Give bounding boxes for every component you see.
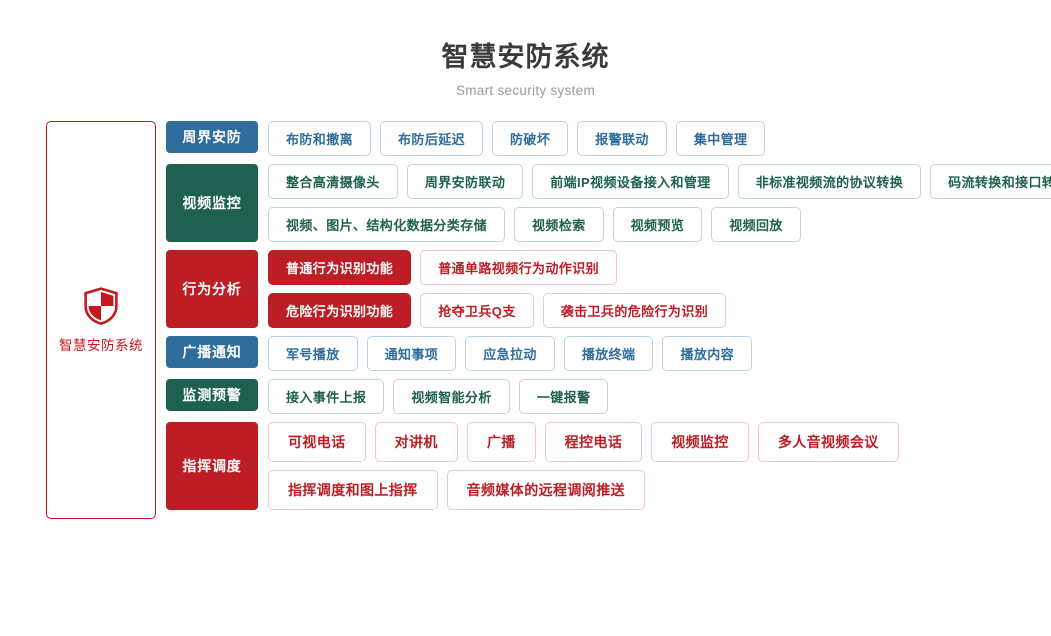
feature-chip[interactable]: 广播 <box>466 422 536 462</box>
feature-chip[interactable]: 视频、图片、结构化数据分类存储 <box>268 207 506 242</box>
feature-chip[interactable]: 视频检索 <box>514 207 604 242</box>
feature-chip[interactable]: 防破坏 <box>492 121 569 156</box>
feature-chip[interactable]: 集中管理 <box>675 121 766 156</box>
feature-chip[interactable]: 视频智能分析 <box>393 379 510 414</box>
feature-chip[interactable]: 报警联动 <box>577 121 667 156</box>
category-items-4: 军号播放通知事项应急拉动播放终端播放内容 <box>268 336 1051 371</box>
content-area: 智慧安防系统 周界安防布防和撤离布防后延迟防破坏报警联动集中管理视频监控整合高清… <box>0 121 1051 519</box>
feature-chip[interactable]: 程控电话 <box>544 422 643 462</box>
feature-chip[interactable]: 普通单路视频行为动作识别 <box>420 250 618 285</box>
category-label-5[interactable]: 监测预警 <box>166 379 258 411</box>
feature-chip[interactable]: 抢夺卫兵Q支 <box>420 293 534 328</box>
feature-chip[interactable]: 码流转换和接口转换 <box>930 164 1051 199</box>
brand-card: 智慧安防系统 <box>46 121 156 519</box>
feature-chip[interactable]: 视频监控 <box>651 422 749 462</box>
page-title: 智慧安防系统 <box>441 42 610 72</box>
feature-chip[interactable]: 一键报警 <box>518 379 609 414</box>
feature-chip[interactable]: 布防后延迟 <box>380 121 484 156</box>
feature-chip[interactable]: 对讲机 <box>374 422 458 462</box>
feature-chip[interactable]: 通知事项 <box>366 336 457 371</box>
page-header: 智慧安防系统 Smart security system <box>0 0 1051 100</box>
feature-chip[interactable]: 军号播放 <box>268 336 358 371</box>
category-items-6: 可视电话对讲机广播程控电话视频监控多人音视频会议指挥调度和图上指挥音频媒体的远程… <box>268 422 1051 510</box>
category-label-3[interactable]: 行为分析 <box>166 250 258 328</box>
feature-chip[interactable]: 整合高清摄像头 <box>268 164 398 199</box>
feature-chip[interactable]: 布防和撤离 <box>268 121 372 156</box>
category-label-1[interactable]: 周界安防 <box>166 121 258 153</box>
shield-icon <box>84 286 118 325</box>
feature-chip[interactable]: 前端IP视频设备接入和管理 <box>532 164 729 199</box>
category-row-2: 视频监控整合高清摄像头周界安防联动前端IP视频设备接入和管理非标准视频流的协议转… <box>166 164 1051 242</box>
category-items-3: 普通行为识别功能普通单路视频行为动作识别危险行为识别功能抢夺卫兵Q支袭击卫兵的危… <box>268 250 1051 328</box>
capability-matrix: 周界安防布防和撤离布防后延迟防破坏报警联动集中管理视频监控整合高清摄像头周界安防… <box>166 121 1051 510</box>
category-row-4: 广播通知军号播放通知事项应急拉动播放终端播放内容 <box>166 336 1051 371</box>
feature-chip[interactable]: 视频预览 <box>612 207 703 242</box>
category-label-6[interactable]: 指挥调度 <box>166 422 258 510</box>
category-items-5: 接入事件上报视频智能分析一键报警 <box>268 379 1051 414</box>
feature-chip[interactable]: 危险行为识别功能 <box>268 293 412 328</box>
category-row-3: 行为分析普通行为识别功能普通单路视频行为动作识别危险行为识别功能抢夺卫兵Q支袭击… <box>166 250 1051 328</box>
feature-chip[interactable]: 应急拉动 <box>465 336 555 371</box>
feature-chip[interactable]: 接入事件上报 <box>268 379 385 414</box>
category-row-1: 周界安防布防和撤离布防后延迟防破坏报警联动集中管理 <box>166 121 1051 156</box>
feature-chip[interactable]: 播放内容 <box>662 336 753 371</box>
item-line: 布防和撤离布防后延迟防破坏报警联动集中管理 <box>268 121 1051 156</box>
category-items-2: 整合高清摄像头周界安防联动前端IP视频设备接入和管理非标准视频流的协议转换码流转… <box>268 164 1051 242</box>
item-line: 整合高清摄像头周界安防联动前端IP视频设备接入和管理非标准视频流的协议转换码流转… <box>268 164 1051 199</box>
feature-chip[interactable]: 播放终端 <box>563 336 654 371</box>
feature-chip[interactable]: 视频回放 <box>711 207 801 242</box>
item-line: 可视电话对讲机广播程控电话视频监控多人音视频会议 <box>268 422 1051 462</box>
category-row-6: 指挥调度可视电话对讲机广播程控电话视频监控多人音视频会议指挥调度和图上指挥音频媒… <box>166 422 1051 510</box>
item-line: 视频、图片、结构化数据分类存储视频检索视频预览视频回放 <box>268 207 1051 242</box>
brand-label: 智慧安防系统 <box>59 337 143 353</box>
item-line: 指挥调度和图上指挥音频媒体的远程调阅推送 <box>268 470 1051 510</box>
feature-chip[interactable]: 音频媒体的远程调阅推送 <box>446 470 646 510</box>
category-label-4[interactable]: 广播通知 <box>166 336 258 368</box>
feature-chip[interactable]: 指挥调度和图上指挥 <box>268 470 438 510</box>
item-line: 军号播放通知事项应急拉动播放终端播放内容 <box>268 336 1051 371</box>
category-row-5: 监测预警接入事件上报视频智能分析一键报警 <box>166 379 1051 414</box>
category-items-1: 布防和撤离布防后延迟防破坏报警联动集中管理 <box>268 121 1051 156</box>
feature-chip[interactable]: 可视电话 <box>268 422 366 462</box>
item-line: 接入事件上报视频智能分析一键报警 <box>268 379 1051 414</box>
feature-chip[interactable]: 非标准视频流的协议转换 <box>737 164 922 199</box>
item-line: 普通行为识别功能普通单路视频行为动作识别 <box>268 250 1051 285</box>
category-label-2[interactable]: 视频监控 <box>166 164 258 242</box>
feature-chip[interactable]: 周界安防联动 <box>406 164 524 199</box>
feature-chip[interactable]: 多人音视频会议 <box>757 422 899 462</box>
page-subtitle: Smart security system <box>455 83 596 98</box>
item-line: 危险行为识别功能抢夺卫兵Q支袭击卫兵的危险行为识别 <box>268 293 1051 328</box>
feature-chip[interactable]: 袭击卫兵的危险行为识别 <box>542 293 727 328</box>
feature-chip[interactable]: 普通行为识别功能 <box>268 250 412 285</box>
